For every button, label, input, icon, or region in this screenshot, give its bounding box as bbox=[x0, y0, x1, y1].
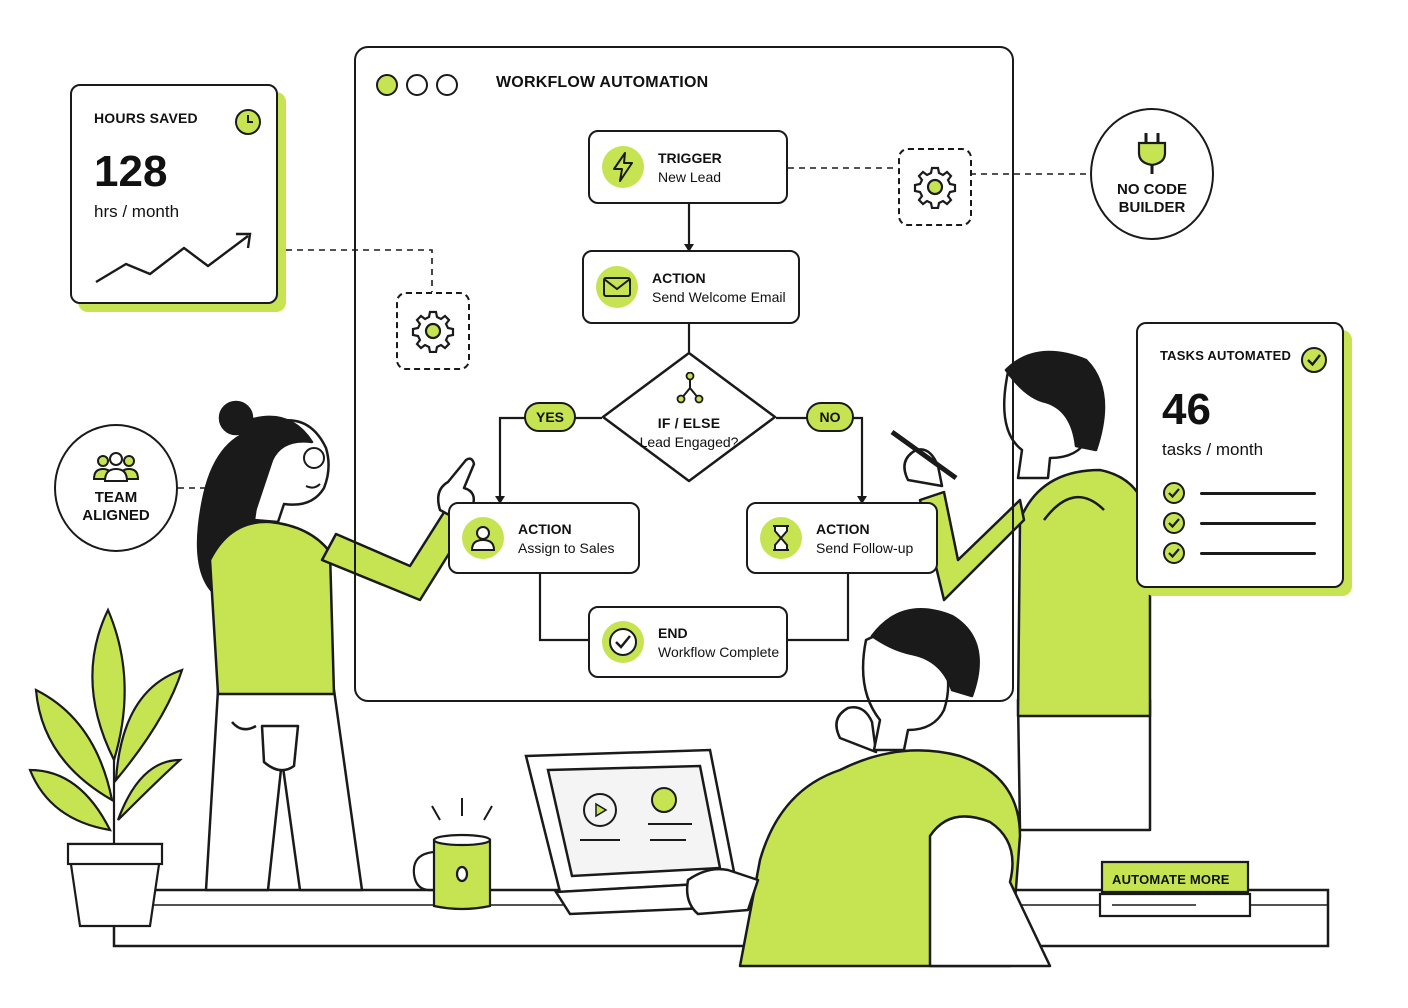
team-icon bbox=[93, 452, 139, 482]
no-code-builder-badge: NO CODE BUILDER bbox=[1090, 108, 1214, 240]
check-circle-icon bbox=[1163, 512, 1185, 534]
badge-line: BUILDER bbox=[1118, 199, 1186, 216]
node-title: ACTION bbox=[652, 269, 706, 286]
node-title: END bbox=[658, 624, 688, 641]
checklist-item bbox=[1162, 478, 1316, 508]
trend-up-icon bbox=[95, 232, 252, 284]
end-node[interactable]: END Workflow Complete bbox=[588, 606, 788, 678]
decision-text: IF / ELSE Lead Engaged? bbox=[620, 414, 758, 452]
node-subtitle: New Lead bbox=[658, 168, 722, 185]
node-subtitle: Assign to Sales bbox=[518, 539, 615, 556]
hours-saved-unit: hrs / month bbox=[94, 202, 180, 221]
standing-man bbox=[890, 350, 1152, 832]
tasks-automated-unit: tasks / month bbox=[1162, 440, 1264, 459]
badge-line: NO CODE bbox=[1116, 181, 1187, 198]
decision-title: IF / ELSE bbox=[657, 415, 721, 431]
check-circle-icon bbox=[1163, 482, 1185, 504]
node-subtitle: Send Follow-up bbox=[816, 539, 914, 556]
gear-icon bbox=[411, 310, 455, 353]
checklist-item bbox=[1162, 538, 1316, 568]
woman-figure bbox=[196, 400, 476, 892]
checklist-line bbox=[1200, 521, 1316, 525]
hours-saved-card: HOURS SAVED 128 hrs / month bbox=[70, 84, 278, 304]
action-followup-node[interactable]: ACTION Send Follow-up bbox=[746, 502, 938, 574]
tasks-automated-card: TASKS AUTOMATED 46 tasks / month bbox=[1136, 322, 1344, 588]
decision-subtitle: Lead Engaged? bbox=[639, 433, 739, 450]
team-aligned-badge: TEAM ALIGNED bbox=[54, 424, 178, 552]
node-subtitle: Workflow Complete bbox=[658, 643, 780, 660]
action-email-node[interactable]: ACTION Send Welcome Email bbox=[582, 250, 800, 324]
trigger-node[interactable]: TRIGGER New Lead bbox=[588, 130, 788, 204]
plug-icon bbox=[1137, 133, 1167, 174]
plant bbox=[28, 607, 184, 928]
check-badge-icon bbox=[1301, 347, 1327, 373]
clock-icon bbox=[235, 109, 261, 135]
gear-box-left[interactable] bbox=[396, 292, 470, 370]
tasks-automated-label: TASKS AUTOMATED bbox=[1160, 348, 1292, 363]
window-title: WORKFLOW AUTOMATION bbox=[496, 74, 709, 91]
hourglass-icon bbox=[760, 517, 802, 559]
checklist-item bbox=[1162, 508, 1316, 538]
window-dot-empty[interactable] bbox=[406, 74, 428, 96]
mug bbox=[412, 798, 493, 911]
no-label: NO bbox=[806, 402, 854, 432]
decision-diamond[interactable] bbox=[600, 350, 778, 484]
window-controls bbox=[376, 74, 458, 96]
books bbox=[1098, 860, 1252, 918]
window-dot-green[interactable] bbox=[376, 74, 398, 96]
window-dot-empty[interactable] bbox=[436, 74, 458, 96]
node-title: ACTION bbox=[816, 520, 870, 537]
node-title: TRIGGER bbox=[658, 149, 722, 166]
lightning-icon bbox=[602, 146, 644, 188]
branch-icon bbox=[676, 372, 704, 404]
gear-box-right[interactable] bbox=[898, 148, 972, 226]
checklist-line bbox=[1200, 491, 1316, 495]
yes-label: YES bbox=[524, 402, 576, 432]
book-label: AUTOMATE MORE bbox=[1112, 872, 1230, 887]
node-title: ACTION bbox=[518, 520, 572, 537]
checklist bbox=[1162, 478, 1316, 568]
node-subtitle: Send Welcome Email bbox=[652, 288, 786, 305]
user-icon bbox=[462, 517, 504, 559]
badge-line: ALIGNED bbox=[82, 507, 150, 524]
hours-saved-label: HOURS SAVED bbox=[94, 110, 198, 126]
check-circle-icon bbox=[602, 621, 644, 663]
action-sales-node[interactable]: ACTION Assign to Sales bbox=[448, 502, 640, 574]
checklist-line bbox=[1200, 551, 1316, 555]
envelope-icon bbox=[596, 266, 638, 308]
badge-line: TEAM bbox=[94, 489, 138, 506]
check-circle-icon bbox=[1163, 542, 1185, 564]
seated-man bbox=[685, 608, 1052, 968]
workflow-window bbox=[354, 46, 1014, 702]
gear-icon bbox=[913, 166, 957, 209]
hours-saved-value: 128 bbox=[94, 147, 168, 196]
tasks-automated-value: 46 bbox=[1162, 385, 1211, 434]
